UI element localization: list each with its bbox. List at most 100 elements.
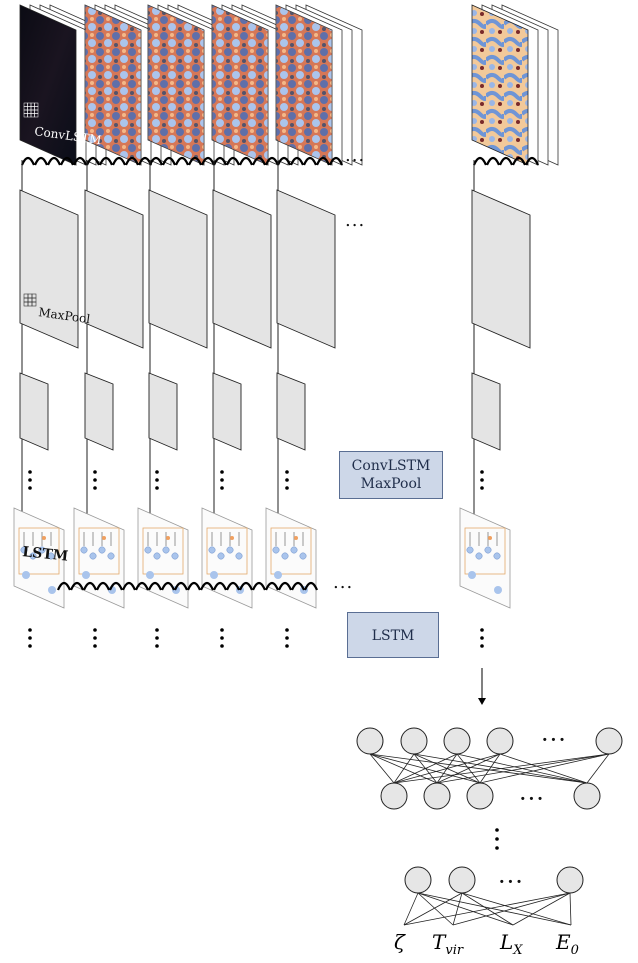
lstm-gate <box>107 552 115 560</box>
vertical-dot <box>28 644 32 648</box>
legend-lstm-text: LSTM <box>371 628 415 644</box>
recurrent-loop <box>85 156 101 166</box>
lstm-recurrent-loop <box>147 581 163 591</box>
lstm-input-node <box>146 571 154 579</box>
recurrent-loop <box>33 156 49 166</box>
dense-neuron <box>423 782 451 810</box>
dense-edge <box>369 753 588 784</box>
ellipsis-maxpool: ... <box>345 210 366 231</box>
lstm-recurrent-loop <box>82 581 98 591</box>
lstm-recurrent-loop <box>264 581 280 591</box>
recurrent-loop <box>238 156 254 166</box>
maxpool-plane <box>276 189 336 349</box>
recurrent-loop <box>111 156 127 166</box>
output-edge <box>569 892 572 926</box>
frame-fade <box>212 5 268 165</box>
lstm-cell-panel <box>73 507 125 609</box>
recurrent-loop <box>59 156 75 166</box>
lstm-recurrent-loop <box>121 581 137 591</box>
vertical-dot <box>93 486 97 490</box>
convlstm-grid-icon <box>23 102 39 118</box>
recurrent-loop <box>148 156 164 166</box>
output-edge <box>417 892 572 926</box>
vertical-dot <box>155 644 159 648</box>
lstm-gate <box>281 552 289 560</box>
dense-neuron <box>356 727 384 755</box>
dense-edge <box>479 753 610 784</box>
grid-cell <box>34 113 39 118</box>
vertical-dot <box>285 644 289 648</box>
ellipsis-dense-mid: ··· <box>519 785 545 813</box>
vertical-dot <box>93 628 97 632</box>
lstm-recurrent-loop <box>56 581 72 591</box>
lstm-panel-frame <box>265 507 317 609</box>
maxpool-plane <box>19 189 79 349</box>
recurrent-loop <box>328 156 344 166</box>
lstm-cell-panel <box>459 507 511 609</box>
dense-neuron <box>380 782 408 810</box>
frame-fade <box>276 5 332 165</box>
maxpool-plane <box>84 189 144 349</box>
output-edge <box>403 892 419 926</box>
vertical-dot <box>28 486 32 490</box>
convlstm-frame <box>147 4 205 166</box>
dense-edge <box>369 753 395 784</box>
convlstm-frame <box>84 4 142 166</box>
lstm-gate <box>466 546 474 554</box>
dense-edge <box>393 753 458 784</box>
lstm-gate <box>29 552 37 560</box>
dense-edge <box>479 753 501 784</box>
vertical-dot <box>220 644 224 648</box>
lstm-input-node <box>274 571 282 579</box>
frame-fade <box>148 5 204 165</box>
dense-edge <box>436 753 610 784</box>
lstm-cell-box <box>142 527 184 575</box>
lstm-cell-panel <box>201 507 253 609</box>
recurrent-loop <box>289 156 305 166</box>
lstm-recurrent-loop <box>173 581 189 591</box>
pooled-plane <box>84 372 114 451</box>
recurrent-loop <box>72 156 88 166</box>
lstm-output-node <box>494 586 502 594</box>
lstm-recurrent-loop <box>212 581 228 591</box>
lstm-gate <box>162 546 170 554</box>
recurrent-loop <box>174 156 190 166</box>
vertical-dot <box>480 478 484 482</box>
convlstm-maxpool-legend-box: ConvLSTM MaxPool <box>339 451 443 499</box>
vertical-dot <box>480 644 484 648</box>
lstm-gate <box>208 546 216 554</box>
output-edge <box>452 892 571 926</box>
vertical-dot <box>480 470 484 474</box>
output-lx-subscript: X <box>513 943 523 958</box>
lstm-gate <box>235 552 243 560</box>
lstm-gate <box>272 546 280 554</box>
lstm-input-node <box>82 571 90 579</box>
lstm-panel-frame <box>137 507 189 609</box>
legend-maxpool-text: MaxPool <box>360 476 422 492</box>
recurrent-loop <box>161 156 177 166</box>
vertical-dot <box>155 470 159 474</box>
dense-neuron <box>443 727 471 755</box>
ellipsis-top: ... <box>345 145 366 166</box>
output-tvir-subscript: vir <box>445 943 464 958</box>
vertical-dot <box>155 478 159 482</box>
dense-vertical-dot <box>495 828 499 832</box>
recurrent-loop <box>315 156 331 166</box>
lstm-op <box>42 536 46 540</box>
output-edge <box>452 892 463 926</box>
lstm-gate <box>98 546 106 554</box>
recurrent-loop <box>46 156 62 166</box>
lstm-input-node <box>210 571 218 579</box>
maxpool-plane <box>148 189 208 349</box>
lstm-gate <box>299 552 307 560</box>
dense-edge <box>586 753 610 784</box>
lstm-gate <box>89 552 97 560</box>
dense-neuron <box>556 866 584 894</box>
dense-neuron <box>466 782 494 810</box>
convlstm-frame <box>275 4 333 166</box>
dense-neuron <box>486 727 514 755</box>
vertical-dot <box>285 470 289 474</box>
dense-neuron <box>595 727 623 755</box>
